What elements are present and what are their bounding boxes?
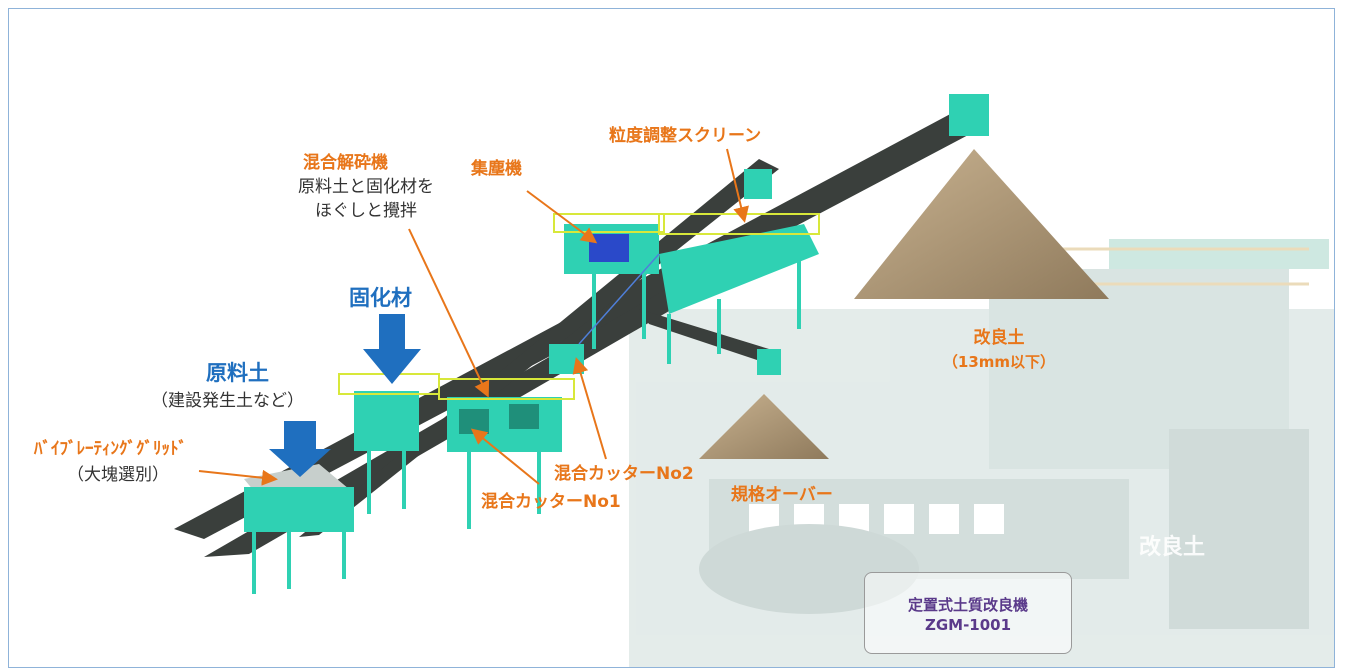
plant-illustration	[174, 94, 1334, 667]
improved-soil-name: 改良土	[973, 328, 1025, 348]
label-cutter-no1: 混合カッターNo1	[481, 492, 621, 512]
raw-soil-arrow-icon	[269, 421, 331, 477]
label-mixing-crusher: 混合解砕機	[303, 153, 388, 173]
label-over-spec: 規格オーバー	[731, 485, 833, 505]
input-arrows	[269, 314, 421, 477]
grizzly-machine	[244, 464, 354, 594]
leader-lines	[198, 148, 749, 486]
model-name: 定置式土質改良機	[907, 596, 1028, 614]
solidifier-hopper	[338, 373, 440, 514]
label-cutter-no2: 混合カッターNo2	[554, 464, 694, 484]
mixing-crusher-desc-line1: 原料土と固化材を	[298, 177, 434, 197]
mixing-crusher-desc-line2: ほぐしと攪拌	[315, 201, 417, 221]
mixing-crusher-unit	[438, 344, 584, 529]
label-mixing-crusher-desc: 原料土と固化材を ほぐしと攪拌	[271, 175, 461, 223]
label-dust-collector: 集塵機	[471, 159, 522, 179]
label-raw-soil: 原料土	[206, 361, 269, 385]
model-info-box: 定置式土質改良機 ZGM-1001	[864, 572, 1072, 654]
diagram-frame: 混合解砕機 原料土と固化材を ほぐしと攪拌 集塵機 粒度調整スクリーン 固化材 …	[8, 8, 1335, 668]
solidifier-arrow-icon	[363, 314, 421, 384]
grain-screen-unit	[658, 213, 820, 364]
label-grain-screen: 粒度調整スクリーン	[609, 126, 762, 146]
label-improved-soil: 改良土 （13mm以下）	[929, 326, 1069, 374]
label-solidifier: 固化材	[349, 286, 412, 310]
label-vibrating-grizzly-desc: （大塊選別）	[67, 465, 169, 485]
soil-piles	[699, 149, 1109, 459]
label-raw-soil-desc: （建設発生土など）	[151, 391, 304, 411]
improved-soil-size: （13mm以下）	[942, 353, 1056, 371]
background-photo	[629, 239, 1334, 667]
label-vibrating-grizzly: ﾊﾞｲﾌﾞﾚｰﾃｨﾝｸﾞｸﾞﾘｯﾄﾞ	[34, 439, 187, 459]
model-code: ZGM-1001	[924, 616, 1012, 634]
photo-improved-soil-text: 改良土	[1139, 535, 1206, 560]
